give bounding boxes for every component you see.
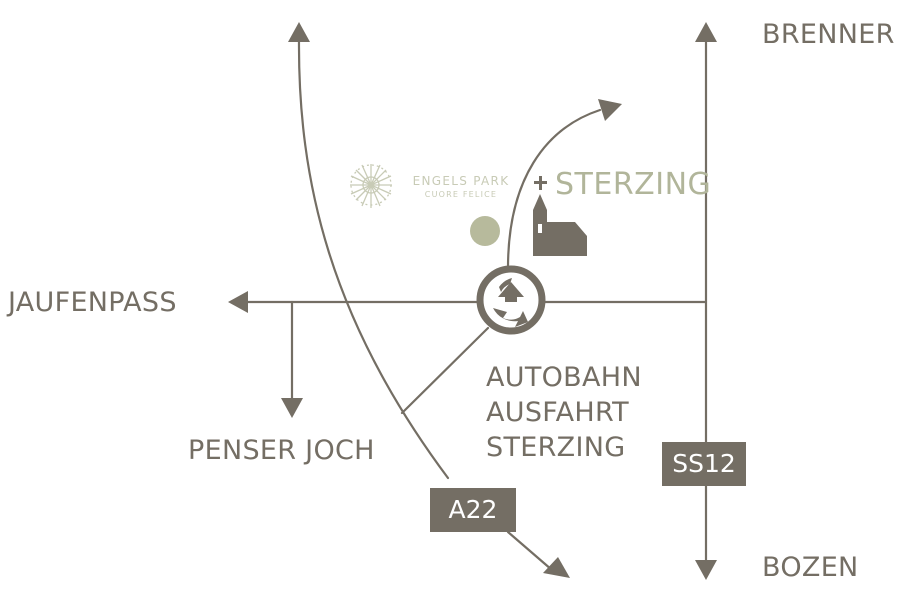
arrow-south-penser-icon [281,398,303,418]
destination-brenner-label: BRENNER [762,19,895,50]
destination-penser-joch-label: PENSER JOCH [188,435,375,466]
tree-logo-icon [350,164,392,208]
arrow-south-a22-icon [543,557,570,578]
exit-label-line-1: AUTOBAHN [486,362,642,393]
destination-bozen-label: BOZEN [762,552,859,583]
brand-tagline: CUORE FELICE [424,190,498,199]
exit-label-line-3: STERZING [486,432,626,463]
ss12-road-badge: SS12 [662,442,746,486]
arrow-west-jaufenpass-icon [228,291,248,313]
arrow-north-brenner-icon [695,22,717,42]
arrow-south-bozen-icon [695,560,717,580]
arrow-north-a22-icon [288,22,310,42]
motorway-exit-label: AUTOBAHN AUSFAHRT STERZING [486,360,642,465]
a22-motorway-road-south [506,530,554,572]
location-dot-icon [470,216,500,246]
a22-motorway-road [297,38,450,480]
exit-ramp-road [400,326,490,415]
exit-label-line-2: AUSFAHRT [486,397,629,428]
sterzing-road [506,108,602,270]
brand-name: ENGELS PARK [412,174,510,188]
arrow-sterzing-icon [598,99,622,121]
town-name-sterzing: STERZING [555,167,712,202]
brand-logo-text: ENGELS PARK CUORE FELICE [404,175,518,199]
destination-jaufenpass-label: JAUFENPASS [8,287,177,318]
roundabout-icon [476,265,546,335]
a22-road-badge: A22 [430,488,516,532]
church-icon [533,176,587,256]
